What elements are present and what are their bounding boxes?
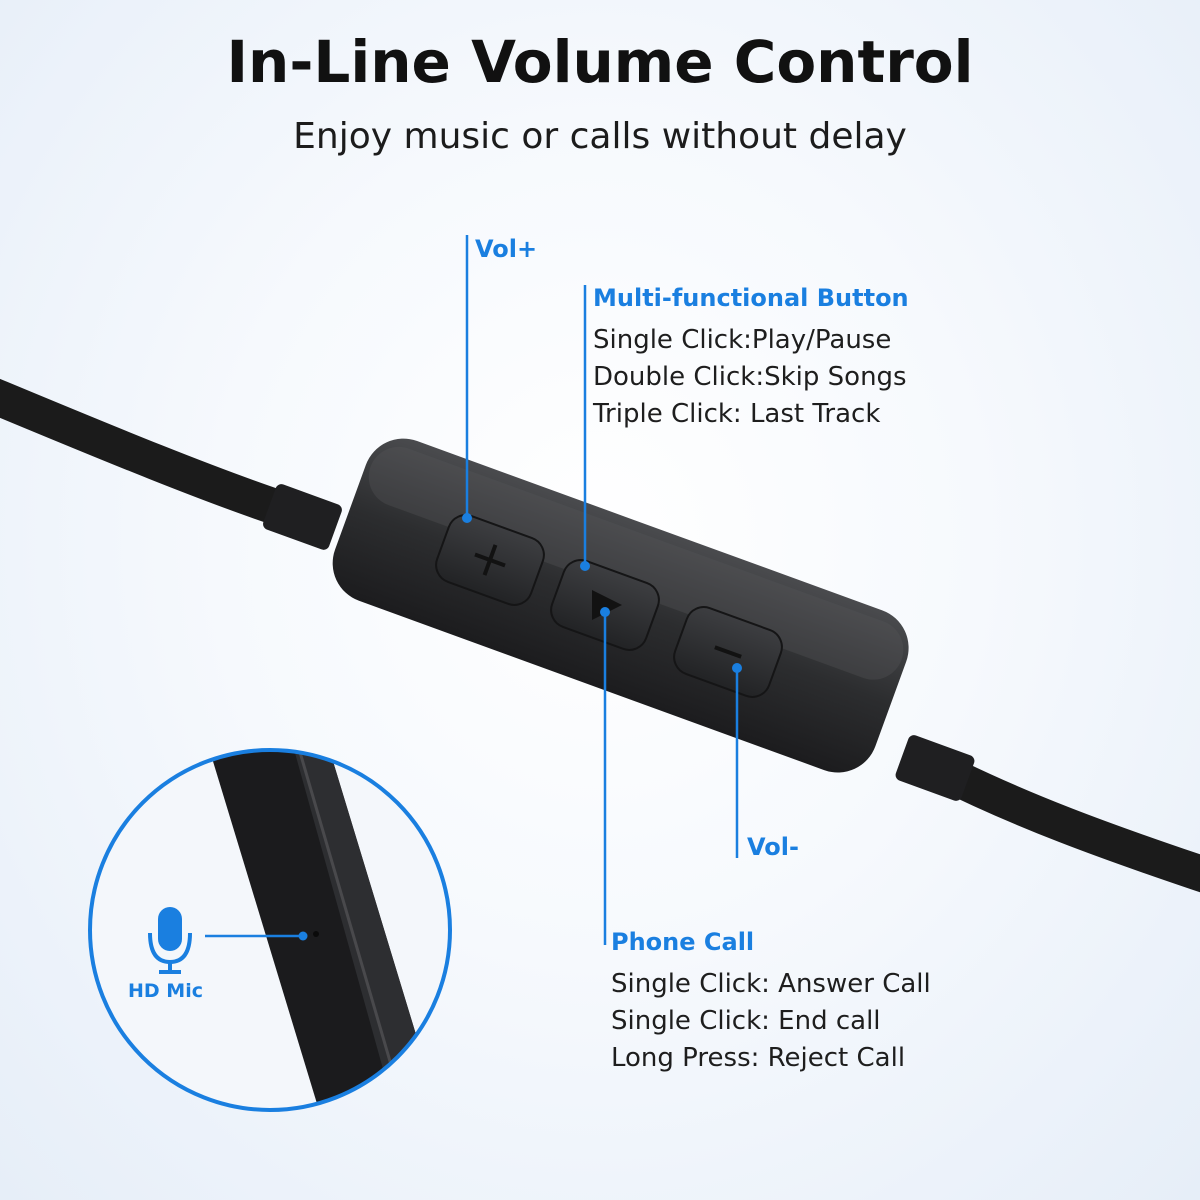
play-button[interactable] xyxy=(546,555,664,655)
microphone-icon xyxy=(148,907,192,974)
hd-mic-label: HD Mic xyxy=(128,980,203,1002)
collar-left xyxy=(263,484,342,550)
plus-icon xyxy=(474,544,506,576)
multi-button-label: Multi-functional Button xyxy=(593,284,909,312)
cable-right xyxy=(931,753,1200,893)
multi-button-line: Triple Click: Last Track xyxy=(593,399,881,429)
phone-call-description: Single Click: Answer Call Single Click: … xyxy=(611,966,931,1077)
phone-call-line: Single Click: End call xyxy=(611,1006,881,1036)
page-title: In-Line Volume Control xyxy=(226,28,974,96)
minus-button[interactable] xyxy=(669,602,787,702)
collar-right xyxy=(895,735,975,801)
cable-left xyxy=(0,378,306,533)
play-icon xyxy=(592,590,622,620)
callout-lines xyxy=(462,235,742,945)
plus-button[interactable] xyxy=(431,510,549,610)
multi-button-line: Single Click:Play/Pause xyxy=(593,325,892,355)
multi-button-description: Single Click:Play/Pause Double Click:Ski… xyxy=(593,322,907,433)
vol-down-label: Vol- xyxy=(747,833,799,861)
page-subtitle: Enjoy music or calls without delay xyxy=(293,116,907,157)
multi-button-line: Double Click:Skip Songs xyxy=(593,362,907,392)
mic-zoom xyxy=(88,748,452,1112)
phone-call-line: Long Press: Reject Call xyxy=(611,1043,906,1073)
phone-call-line: Single Click: Answer Call xyxy=(611,969,931,999)
phone-call-label: Phone Call xyxy=(611,928,755,956)
vol-up-label: Vol+ xyxy=(475,235,538,263)
minus-icon xyxy=(714,645,742,659)
